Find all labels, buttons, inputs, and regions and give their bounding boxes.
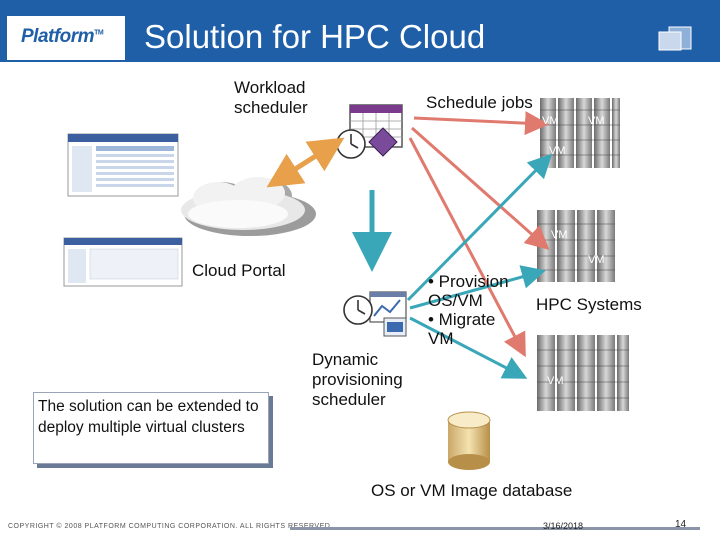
dynamic-scheduler-label: Dynamic provisioning scheduler bbox=[312, 350, 403, 409]
portal-screenshot-2 bbox=[63, 237, 183, 287]
slide-title: Solution for HPC Cloud bbox=[144, 18, 486, 55]
vm-rack-top bbox=[540, 98, 620, 168]
cloud-icon bbox=[181, 177, 316, 236]
schedule-jobs-arrow-2 bbox=[411, 126, 550, 250]
vm-rack-middle bbox=[537, 210, 615, 282]
provisioning-scheduler-icon bbox=[343, 291, 407, 337]
vm-rack-bottom bbox=[537, 335, 629, 411]
schedule-jobs-label: Schedule jobs bbox=[426, 93, 533, 112]
provision-arrow-3 bbox=[409, 316, 528, 379]
image-database-label: OS or VM Image database bbox=[371, 481, 573, 500]
vm-label: VM bbox=[588, 254, 605, 266]
platform-logo: PlatformTM bbox=[21, 26, 104, 47]
provision-arrow-1 bbox=[406, 153, 553, 302]
provision-arrow-2 bbox=[409, 265, 546, 310]
workload-scheduler-label: Workload scheduler bbox=[234, 78, 308, 117]
cloud-portal-label: Cloud Portal bbox=[192, 261, 286, 280]
database-icon bbox=[447, 411, 491, 470]
logo-box: PlatformTM bbox=[7, 16, 125, 60]
vm-label: VM bbox=[551, 229, 568, 241]
hpc-systems-label: HPC Systems bbox=[536, 295, 642, 314]
schedule-jobs-arrow-1 bbox=[413, 111, 549, 136]
schedule-jobs-arrow-3 bbox=[408, 137, 526, 358]
footer-divider bbox=[290, 527, 700, 530]
slide-header: PlatformTM Solution for HPC Cloud bbox=[0, 0, 720, 62]
footer-copyright: COPYRIGHT © 2008 PLATFORM COMPUTING CORP… bbox=[8, 523, 333, 530]
windows-icon bbox=[658, 26, 692, 51]
footer-date: 3/16/2018 bbox=[543, 521, 584, 531]
provision-migrate-label: • Provision OS/VM • Migrate VM bbox=[428, 272, 509, 348]
vm-label: VM bbox=[549, 145, 566, 157]
portal-screenshot-1 bbox=[67, 133, 179, 197]
vm-label: VM bbox=[542, 115, 559, 127]
callout-box: The solution can be extended to deploy m… bbox=[33, 392, 269, 464]
vm-label: VM bbox=[588, 115, 605, 127]
page-number: 14 bbox=[675, 519, 687, 530]
calendar-clock-icon bbox=[336, 104, 403, 159]
vm-label: VM bbox=[547, 375, 564, 387]
portal-scheduler-arrow bbox=[266, 137, 345, 188]
